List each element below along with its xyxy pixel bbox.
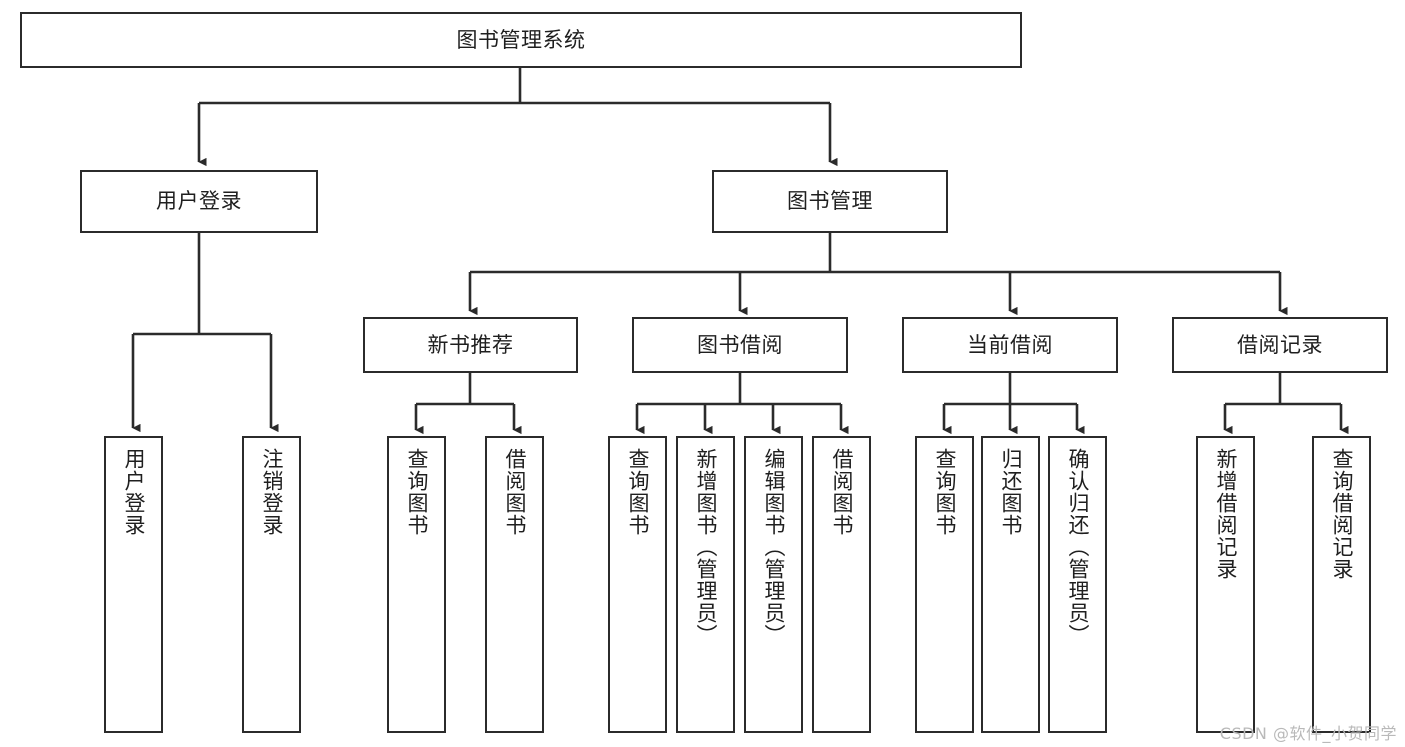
node-current-borrow[interactable]: 当前借阅: [902, 317, 1118, 373]
node-leaf-borrow-book-2-label: 借阅图书: [830, 448, 854, 536]
node-leaf-query-book-3[interactable]: 查询图书: [915, 436, 974, 733]
node-leaf-edit-book[interactable]: 编辑图书（管理员）: [744, 436, 803, 733]
node-leaf-borrow-book-1-label: 借阅图书: [503, 448, 527, 536]
node-leaf-query-book-1-label: 查询图书: [405, 448, 429, 536]
node-leaf-borrow-book-1[interactable]: 借阅图书: [485, 436, 544, 733]
node-leaf-query-book-2-label: 查询图书: [626, 448, 650, 536]
node-leaf-return-book-label: 归还图书: [999, 448, 1023, 536]
node-borrow-record-label: 借阅记录: [1237, 332, 1323, 357]
node-leaf-user-login-label: 用户登录: [122, 448, 146, 536]
node-new-book-rec[interactable]: 新书推荐: [363, 317, 578, 373]
node-book-manage-label: 图书管理: [787, 189, 873, 214]
node-leaf-add-book-label: 新增图书（管理员）: [694, 448, 718, 646]
node-root-label: 图书管理系统: [456, 27, 586, 52]
node-borrow-record[interactable]: 借阅记录: [1172, 317, 1388, 373]
node-leaf-edit-book-label: 编辑图书（管理员）: [762, 448, 786, 646]
node-new-book-rec-label: 新书推荐: [427, 332, 514, 357]
node-book-manage[interactable]: 图书管理: [712, 170, 948, 233]
node-book-borrow-label: 图书借阅: [697, 332, 783, 357]
node-leaf-query-book-3-label: 查询图书: [933, 448, 957, 536]
watermark-text: CSDN @软件_小贺同学: [1219, 724, 1397, 743]
node-leaf-add-record[interactable]: 新增借阅记录: [1196, 436, 1255, 733]
node-leaf-query-record[interactable]: 查询借阅记录: [1312, 436, 1371, 733]
node-leaf-query-book-1[interactable]: 查询图书: [387, 436, 446, 733]
node-root[interactable]: 图书管理系统: [20, 12, 1022, 68]
node-leaf-borrow-book-2[interactable]: 借阅图书: [812, 436, 871, 733]
node-leaf-query-book-2[interactable]: 查询图书: [608, 436, 667, 733]
node-leaf-user-login[interactable]: 用户登录: [104, 436, 163, 733]
node-leaf-add-book[interactable]: 新增图书（管理员）: [676, 436, 735, 733]
node-current-borrow-label: 当前借阅: [967, 332, 1053, 357]
node-leaf-confirm-return-label: 确认归还（管理员）: [1066, 448, 1090, 646]
node-leaf-query-record-label: 查询借阅记录: [1330, 448, 1354, 580]
node-user-login[interactable]: 用户登录: [80, 170, 318, 233]
node-user-login-label: 用户登录: [156, 189, 242, 214]
node-leaf-add-record-label: 新增借阅记录: [1214, 448, 1238, 580]
node-book-borrow[interactable]: 图书借阅: [632, 317, 848, 373]
node-leaf-logout[interactable]: 注销登录: [242, 436, 301, 733]
node-leaf-confirm-return[interactable]: 确认归还（管理员）: [1048, 436, 1107, 733]
node-leaf-logout-label: 注销登录: [260, 448, 284, 536]
node-leaf-return-book[interactable]: 归还图书: [981, 436, 1040, 733]
